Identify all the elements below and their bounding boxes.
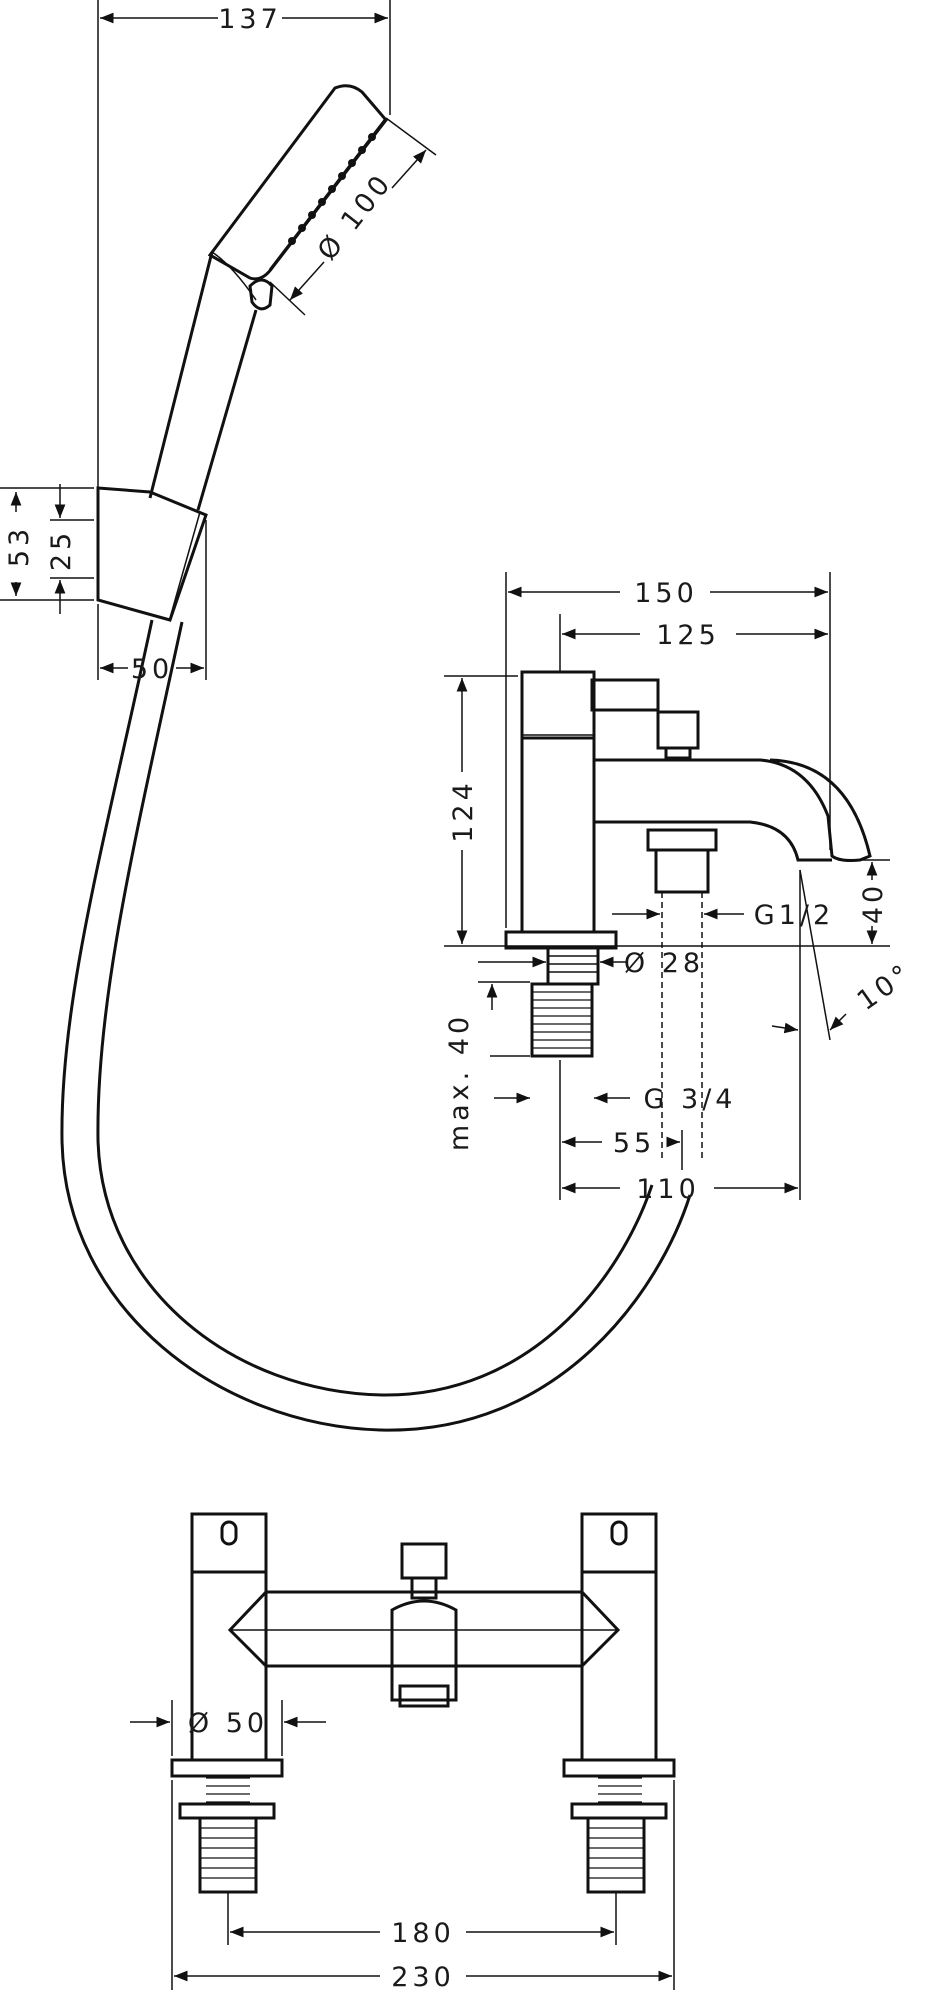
hand-shower xyxy=(60,84,692,1432)
dim-base-diameter: Ø 28 xyxy=(624,948,704,979)
dim-spout-clearance: 40 xyxy=(858,882,889,924)
dimension-lines xyxy=(0,0,890,1990)
dim-pillar-diameter: Ø 50 xyxy=(188,1708,268,1739)
dim-spray-diameter: Ø 100 xyxy=(312,167,399,266)
dim-holder-width: 50 xyxy=(131,654,173,685)
dim-holder-height: 53 xyxy=(4,525,35,567)
dim-outlet-offset: 55 xyxy=(613,1128,655,1159)
dim-overall-width: 230 xyxy=(391,1962,455,1993)
dim-handshower-width: 137 xyxy=(218,4,282,35)
dim-centres: 180 xyxy=(391,1918,455,1949)
dim-holder-inner: 25 xyxy=(46,529,77,571)
dim-spout-reach: 110 xyxy=(636,1174,700,1205)
dim-mixer-projection-total: 150 xyxy=(634,578,698,609)
dim-shank-length: max. 40 xyxy=(444,1013,475,1151)
dim-shank-thread: G 3/4 xyxy=(644,1084,737,1115)
dim-mixer-height: 124 xyxy=(448,779,479,843)
dimension-labels: 137 Ø 100 53 25 50 150 125 124 40 G1/2 Ø… xyxy=(4,4,919,1993)
mixer-side-view xyxy=(504,670,872,1160)
dim-spout-angle: 10° xyxy=(852,957,919,1017)
dim-mixer-projection-spout: 125 xyxy=(656,620,720,651)
mixer-front-view xyxy=(170,1512,676,1894)
dim-outlet-thread: G1/2 xyxy=(754,900,834,931)
